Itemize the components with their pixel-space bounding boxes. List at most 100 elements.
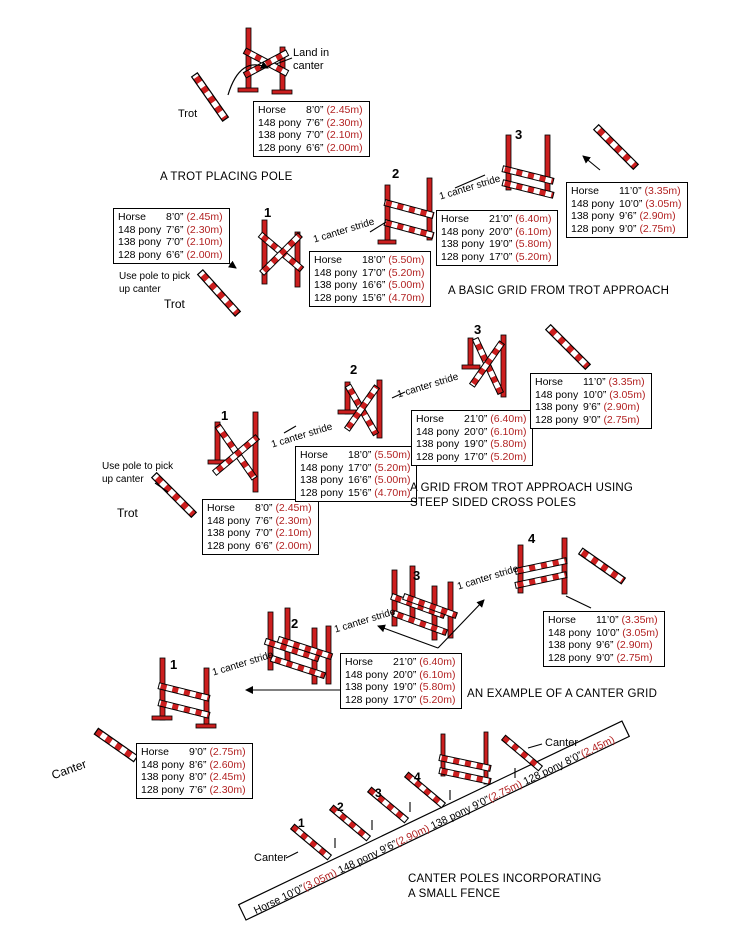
distance-value: 10’0” (3.05m) — [619, 198, 681, 211]
distance-metres: (2.30m) — [209, 783, 246, 796]
ground-pole — [190, 72, 230, 122]
distance-value: 16’6” (5.00m) — [348, 474, 410, 487]
distance-value: 9’0” (2.75m) — [619, 223, 681, 236]
rider-category: 128 pony — [345, 693, 389, 706]
section-caption: A TROT PLACING POLE — [160, 171, 293, 183]
distance-value: 19’0” (5.80m) — [393, 681, 455, 694]
fence-number-2: 2 — [337, 800, 344, 814]
fence-number-3: 3 — [413, 568, 421, 583]
distance-value: 7’0” (2.10m) — [255, 527, 312, 540]
distance-metres: (5.00m) — [388, 279, 425, 291]
rider-category: 148 pony — [345, 668, 389, 681]
distance-metres: (4.70m) — [374, 486, 411, 499]
distance-feet: 7’0” — [166, 236, 187, 248]
distance-metres: (6.40m) — [515, 213, 552, 225]
canter-pole-1 — [289, 823, 333, 861]
distance-value: 7’6” (2.30m) — [255, 515, 312, 528]
distance-metres: (2.75m) — [209, 746, 246, 758]
distance-metres: (5.00m) — [374, 474, 411, 486]
distance-metres: (2.75m) — [639, 222, 676, 235]
distance-feet: 8’0” — [166, 211, 187, 223]
distance-value: 9’6” (2.90m) — [619, 210, 681, 223]
rider-category: Horse — [118, 211, 147, 223]
distance-value: 8’0” (2.45m) — [189, 771, 246, 784]
distance-value: 10’0” (3.05m) — [583, 389, 645, 402]
fence-number-4: 4 — [414, 770, 421, 784]
rider-category: 138 pony — [571, 210, 615, 222]
distance-metres: (3.05m) — [622, 626, 659, 639]
distance-feet: 9’6” — [583, 401, 604, 413]
distance-feet: 19’0” — [489, 238, 516, 250]
use-pole-label: Use pole to pick up canter — [119, 271, 191, 295]
distance-value: 9’6” (2.90m) — [583, 401, 645, 414]
section-caption: A GRID FROM TROT APPROACH USING — [410, 482, 634, 494]
distance-feet: 17’0” — [348, 461, 375, 474]
distance-feet: 9’0” — [596, 651, 617, 664]
distance-feet: 21’0” — [464, 413, 491, 425]
distance-metres: (2.90m) — [639, 210, 676, 222]
fence-number-2: 2 — [291, 616, 299, 631]
distance-value: 17’0” (5.20m) — [393, 694, 455, 707]
rider-category: 138 pony — [548, 639, 592, 651]
distance-metres: (5.80m) — [490, 438, 527, 450]
rider-category: 138 pony — [300, 474, 344, 486]
distance-row: 138 pony 9’6” (2.90m) — [571, 210, 681, 223]
fence-number-3: 3 — [474, 322, 482, 337]
rider-category: 138 pony — [535, 401, 579, 413]
distance-metres: (2.75m) — [603, 413, 640, 426]
rider-category: 138 pony — [207, 527, 251, 539]
distance-value: 9’6” (2.90m) — [596, 639, 658, 652]
distance-feet: 7’0” — [255, 527, 276, 539]
distance-feet: 6’6” — [306, 141, 327, 154]
distance-metres: (5.50m) — [388, 254, 425, 266]
distance-value: 9’0” (2.75m) — [596, 652, 658, 665]
rider-category: 138 pony — [416, 438, 460, 450]
rider-category: 148 pony — [207, 514, 251, 527]
distance-value: 20’0” (6.10m) — [489, 226, 551, 239]
rider-category: 128 pony — [548, 651, 592, 664]
distance-metres: (3.35m) — [608, 376, 645, 388]
distance-metres: (5.80m) — [515, 238, 552, 250]
distance-metres: (5.20m) — [419, 693, 456, 706]
rider-category: 138 pony — [345, 681, 389, 693]
fence-number-2: 2 — [350, 362, 358, 377]
distance-row: Horse 21’0” (6.40m) — [345, 656, 455, 669]
rider-category: 128 pony — [118, 248, 162, 261]
trot-label: Trot — [178, 108, 198, 120]
landing-pole — [544, 323, 592, 371]
distance-metres: (3.05m) — [645, 197, 682, 210]
distance-value: 21’0” (6.40m) — [393, 656, 455, 669]
distance-feet: 6’6” — [255, 539, 276, 552]
fence-3 — [501, 134, 555, 199]
distance-feet: 18’0” — [362, 254, 389, 266]
distance-value: 15’6” (4.70m) — [348, 487, 410, 500]
distance-row: 138 pony 9’6” (2.90m) — [548, 639, 658, 652]
distance-metres: (2.45m) — [326, 104, 363, 116]
landing-pole — [592, 123, 640, 171]
rider-category: 138 pony — [441, 238, 485, 250]
rider-category: Horse — [345, 656, 374, 668]
distance-feet: 17’0” — [393, 693, 420, 706]
distance-value: 17’0” (5.20m) — [362, 267, 424, 280]
distance-metres: (3.35m) — [644, 185, 681, 197]
